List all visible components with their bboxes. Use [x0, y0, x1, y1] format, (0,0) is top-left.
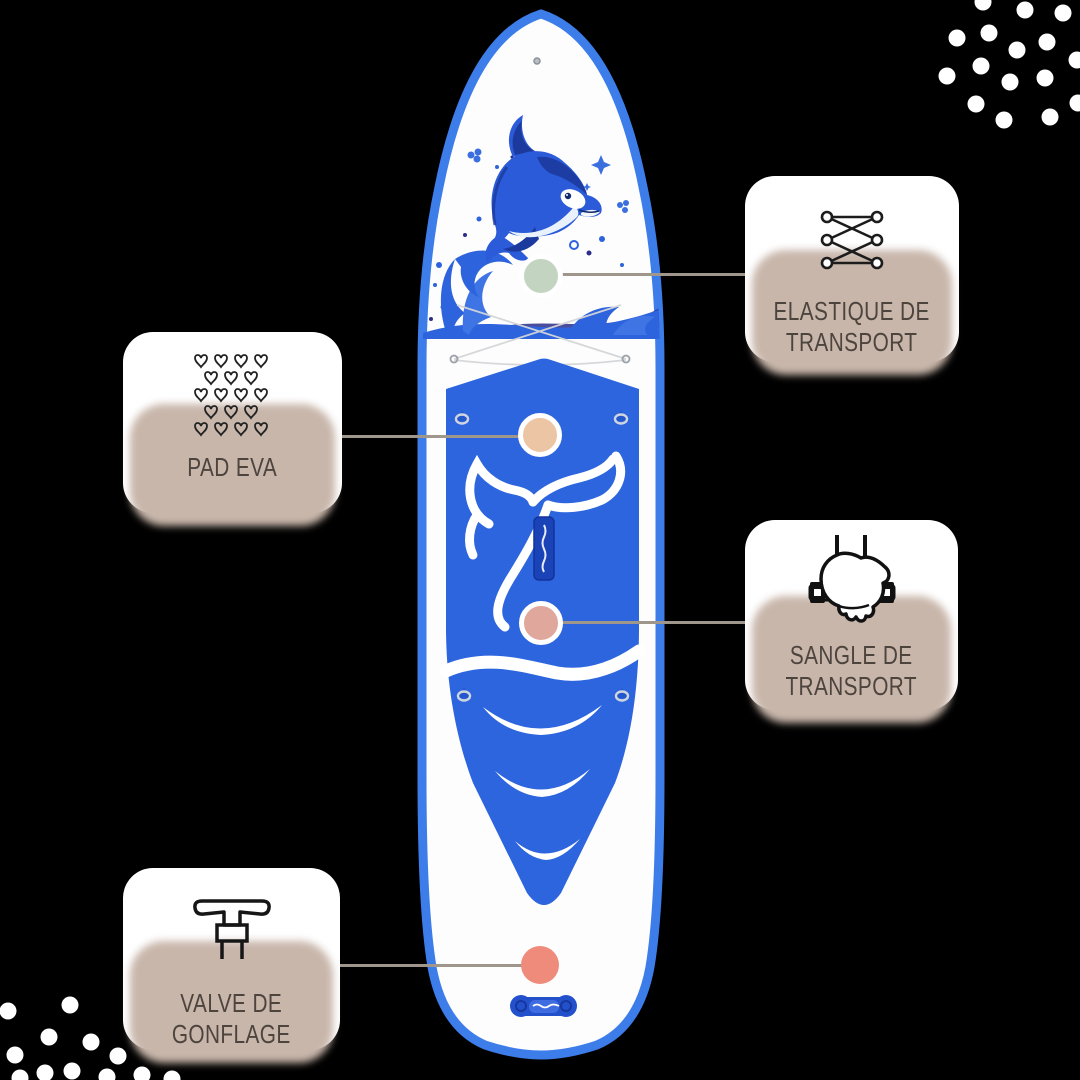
- feature-card-label: PAD EVA: [187, 452, 278, 482]
- feature-card-valve: VALVE DE GONFLAGE: [123, 868, 340, 1050]
- marker-valve: [521, 946, 559, 984]
- pad-wave-separator: [439, 644, 646, 681]
- feature-card-label: SANGLE DE TRANSPORT: [785, 640, 918, 701]
- leash-plug: [533, 57, 541, 65]
- dolphin-graphic: [485, 115, 602, 263]
- feature-card-pad-eva: PAD EVA: [123, 332, 342, 513]
- dolphin-eye: [564, 192, 572, 200]
- paddle-board-illustration: [417, 9, 665, 1060]
- inflation-valve-icon: [190, 884, 274, 980]
- feature-card-elastique: ELASTIQUE DE TRANSPORT: [745, 176, 959, 362]
- marker-elastique: [519, 254, 563, 298]
- d-rings: [454, 411, 630, 702]
- decor-dots-bottom-left: [0, 996, 181, 1080]
- marker-sangle: [519, 601, 563, 645]
- connector-line-elastique: [560, 273, 756, 276]
- feature-card-label: VALVE DE GONFLAGE: [172, 988, 291, 1049]
- tail-handle: [510, 995, 577, 1017]
- carry-strap-hand-icon: [807, 535, 897, 632]
- connector-line-pad: [332, 435, 522, 438]
- pad-crescent-grooves: [483, 705, 602, 860]
- dolphin-wave-artwork: [423, 115, 660, 339]
- connector-line-valve: [332, 964, 522, 967]
- feature-card-sangle: SANGLE DE TRANSPORT: [745, 520, 958, 710]
- connector-line-sangle: [560, 621, 756, 624]
- eva-texture-icon: [190, 348, 276, 444]
- center-carry-handle: [533, 516, 555, 581]
- clover-ornament: [467, 148, 629, 213]
- bungee-hook: [449, 354, 459, 364]
- feature-card-label: ELASTIQUE DE TRANSPORT: [773, 296, 931, 357]
- sparkle-star: [591, 155, 611, 175]
- decor-dots-top-right: [938, 0, 1080, 129]
- marker-pad: [518, 413, 562, 457]
- bungee-hook: [621, 354, 631, 364]
- bungee-cord-icon: [819, 192, 885, 288]
